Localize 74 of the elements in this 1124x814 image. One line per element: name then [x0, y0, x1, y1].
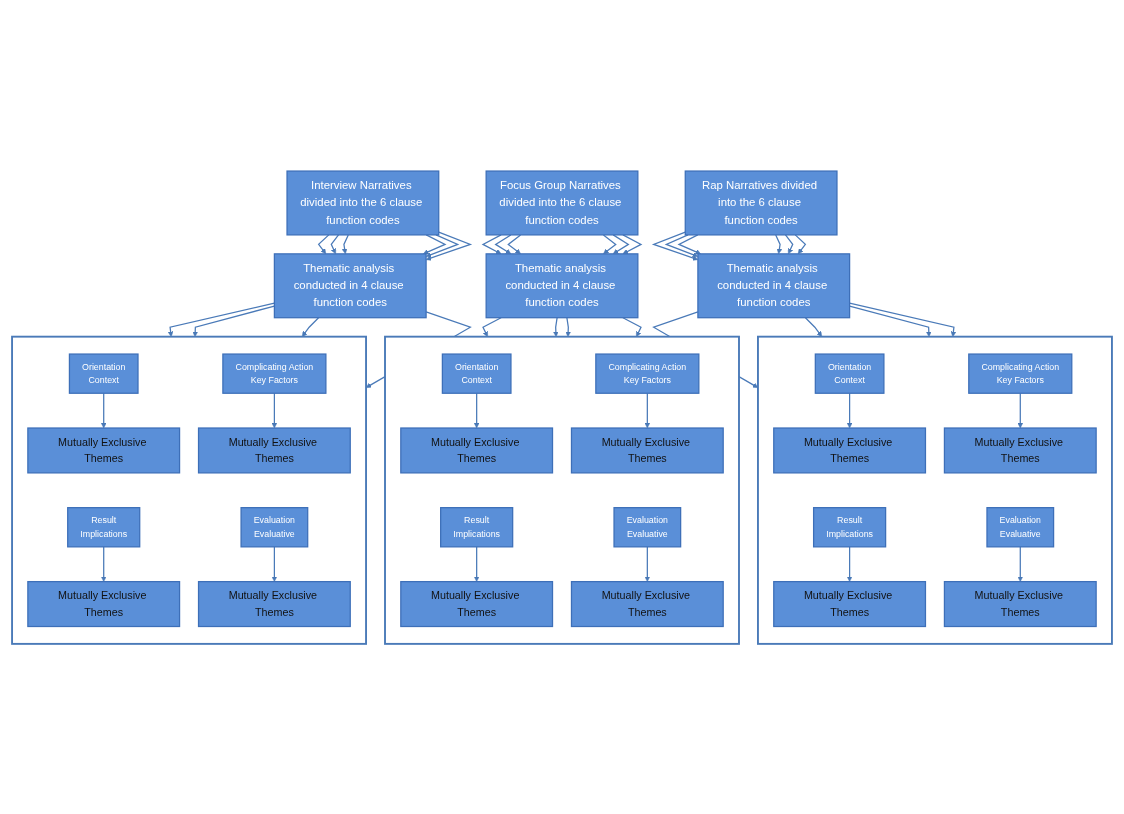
node-box	[197, 580, 351, 627]
arrow	[644, 392, 651, 428]
arrow	[482, 316, 502, 337]
node-box	[684, 169, 838, 236]
node-box	[485, 169, 639, 236]
arrow	[1017, 392, 1024, 428]
node-box	[595, 352, 700, 394]
node-box	[773, 580, 927, 627]
arrow	[804, 316, 823, 337]
arrow	[849, 302, 957, 337]
arrow	[846, 545, 853, 582]
arrow	[651, 231, 699, 261]
node-box	[197, 426, 351, 474]
node-box	[27, 580, 181, 627]
cluster	[384, 335, 740, 645]
node-box	[485, 252, 639, 318]
node-box	[273, 252, 427, 318]
node-box	[986, 506, 1055, 547]
arrow	[775, 233, 783, 254]
arrow	[473, 545, 480, 582]
arrow	[317, 233, 330, 254]
node-box	[240, 506, 309, 547]
cluster	[757, 335, 1113, 645]
node-box	[68, 352, 139, 394]
node-box	[968, 352, 1073, 394]
arrow	[494, 233, 512, 254]
arrow	[553, 316, 559, 337]
arrow	[507, 233, 522, 254]
node-box	[814, 352, 885, 394]
cluster	[11, 335, 367, 645]
node-box	[570, 580, 724, 627]
node-box	[27, 426, 181, 474]
arrow	[425, 231, 473, 261]
arrow	[100, 545, 107, 582]
arrow	[330, 233, 340, 254]
arrow	[1017, 545, 1024, 582]
node-box	[400, 426, 554, 474]
flowchart: Orientation Context Mutually Exclusive Themes Complicating Action Key Factors Mutually Exclusive Themes Result Implications Mutually Exclusive Themes Evaluation Evaluative Mutually Exclusive Themes Orientation Context Mutually Exclusive Themes Complicating Action Key Factors Mutually Exclusive Themes Result Implications Mutually Exclusive Themes Evaluation Evaluative Mutually Exclusive Themes Orientation Context Mutually Exclusive Themes Complicating Action Key Factors Mutually Exclusive Themes Result Implications Mutually Exclusive Themes Evaluation Evaluative Mutually Exclusive Themes Interview Narratives divided into the 6 clause function codes Thematic analysis conducted in 4 clause function codes Focus Group Narratives divided into the 6 clause function codes Thematic analysis conducted in 4 clause function codes Rap Narratives divided into the 6 clause function codes Thematic analysis conducted in 4 clause function codes	[7, 165, 1117, 649]
node-box	[613, 506, 682, 547]
node-box	[67, 506, 141, 547]
arrow	[565, 316, 571, 337]
arrow	[644, 545, 651, 582]
arrow	[192, 304, 275, 337]
node-box	[400, 580, 554, 627]
arrow	[784, 233, 794, 254]
arrow	[664, 233, 699, 257]
node-box	[222, 352, 327, 394]
arrow	[301, 316, 320, 337]
arrow	[271, 545, 278, 582]
arrow	[341, 233, 349, 254]
arrow	[622, 316, 642, 337]
arrow	[481, 233, 502, 254]
arrow	[100, 392, 107, 428]
arrow	[167, 302, 275, 337]
node-box	[570, 426, 724, 474]
arrow	[271, 392, 278, 428]
arrow	[677, 233, 701, 254]
arrow	[423, 233, 447, 254]
node-box	[440, 506, 514, 547]
arrow	[622, 233, 643, 254]
arrow	[473, 392, 480, 428]
node-box	[773, 426, 927, 474]
node-box	[441, 352, 512, 394]
node-box	[943, 580, 1097, 627]
node-box	[697, 252, 851, 318]
arrow	[846, 392, 853, 428]
node-box	[943, 426, 1097, 474]
node-box	[286, 169, 440, 236]
arrow	[425, 233, 460, 257]
arrow	[612, 233, 630, 254]
arrow	[849, 304, 932, 337]
arrow	[794, 233, 807, 254]
node-box	[813, 506, 887, 547]
arrow	[602, 233, 617, 254]
